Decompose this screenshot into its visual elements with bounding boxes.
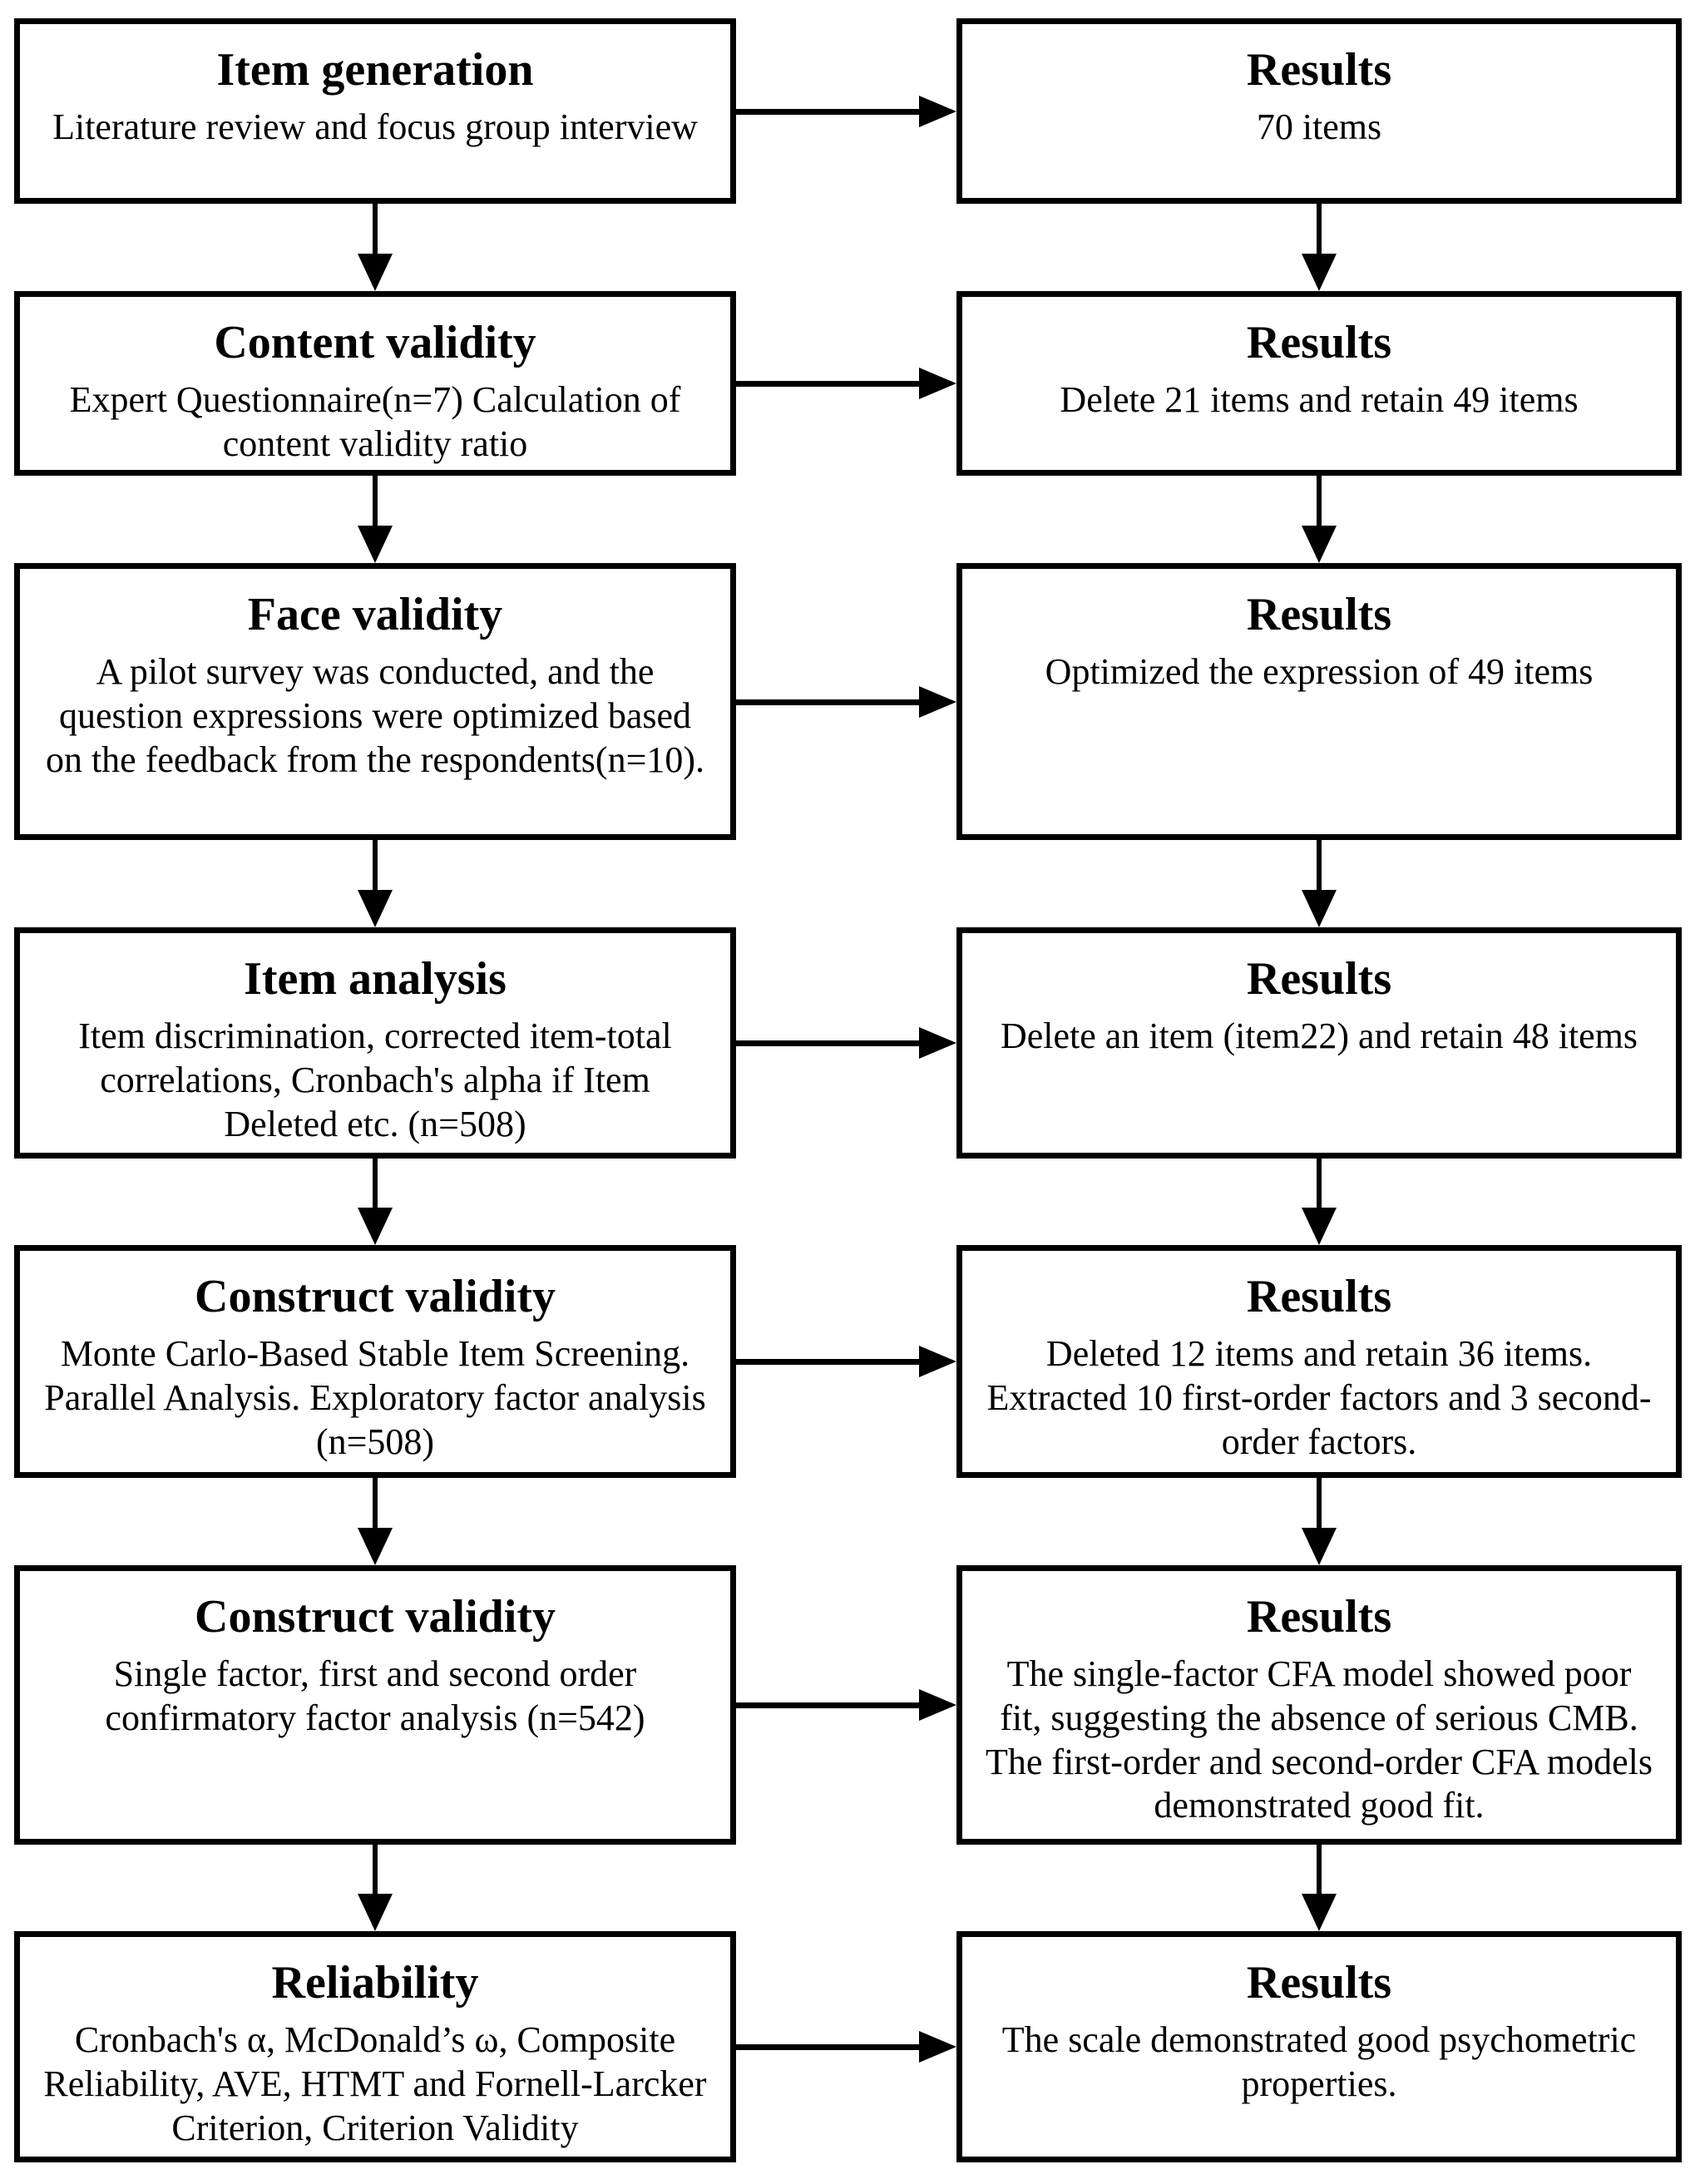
arrow-line bbox=[736, 699, 919, 705]
arrowhead-down-icon bbox=[358, 1894, 393, 1931]
stage-description: Monte Carlo-Based Stable Item Screening.… bbox=[44, 1333, 706, 1462]
arrowhead-right-icon bbox=[919, 1346, 956, 1377]
stage-title: Item analysis bbox=[244, 953, 507, 1005]
arrow-line bbox=[1317, 840, 1322, 890]
arrow-line bbox=[1317, 476, 1322, 526]
results-description: Delete an item (item22) and retain 48 it… bbox=[1000, 1015, 1638, 1057]
arrow-line bbox=[1317, 1159, 1322, 1208]
results-description: The scale demonstrated good psychometric… bbox=[1001, 2019, 1637, 2104]
results-description: 70 items bbox=[1256, 106, 1382, 148]
arrow-line bbox=[373, 840, 378, 890]
arrowhead-down-icon bbox=[358, 254, 393, 291]
results-box-3: Results Optimized the expression of 49 i… bbox=[956, 563, 1682, 840]
arrowhead-down-icon bbox=[358, 526, 393, 563]
stage-description: Cronbach's α, McDonald’s ω, Composite Re… bbox=[43, 2019, 707, 2148]
results-box-2: Results Delete 21 items and retain 49 it… bbox=[956, 291, 1682, 476]
stage-box-construct-validity-efa: Construct validity Monte Carlo-Based Sta… bbox=[14, 1245, 736, 1478]
results-description: Optimized the expression of 49 items bbox=[1045, 651, 1594, 693]
arrowhead-down-icon bbox=[1302, 1208, 1337, 1245]
stage-box-content-validity: Content validity Expert Questionnaire(n=… bbox=[14, 291, 736, 476]
results-title: Results bbox=[1246, 589, 1392, 640]
arrow-line bbox=[373, 1159, 378, 1208]
stage-description: Item discrimination, corrected item-tota… bbox=[78, 1015, 672, 1144]
stage-title: Reliability bbox=[271, 1957, 479, 2009]
arrowhead-right-icon bbox=[919, 686, 956, 718]
arrowhead-right-icon bbox=[919, 368, 956, 399]
stage-description: Literature review and focus group interv… bbox=[52, 106, 698, 148]
results-description: The single-factor CFA model showed poor … bbox=[986, 1653, 1653, 1826]
results-title: Results bbox=[1246, 1957, 1392, 2009]
results-title: Results bbox=[1246, 317, 1392, 368]
results-box-6: Results The single-factor CFA model show… bbox=[956, 1565, 1682, 1845]
arrow-line bbox=[373, 204, 378, 254]
arrow-line bbox=[736, 1040, 919, 1046]
arrowhead-right-icon bbox=[919, 2031, 956, 2063]
arrowhead-down-icon bbox=[1302, 890, 1337, 927]
stage-description: Single factor, first and second order co… bbox=[105, 1653, 645, 1738]
arrowhead-down-icon bbox=[1302, 1894, 1337, 1931]
stage-box-item-generation: Item generation Literature review and fo… bbox=[14, 18, 736, 204]
results-box-4: Results Delete an item (item22) and reta… bbox=[956, 927, 1682, 1159]
results-title: Results bbox=[1246, 1591, 1392, 1643]
results-box-5: Results Deleted 12 items and retain 36 i… bbox=[956, 1245, 1682, 1478]
stage-title: Item generation bbox=[216, 44, 534, 96]
arrow-line bbox=[373, 476, 378, 526]
stage-title: Construct validity bbox=[195, 1271, 556, 1322]
arrow-line bbox=[1317, 1478, 1322, 1528]
arrow-line bbox=[373, 1478, 378, 1528]
results-description: Deleted 12 items and retain 36 items. Ex… bbox=[986, 1333, 1652, 1462]
arrow-line bbox=[736, 1702, 919, 1708]
arrow-line bbox=[736, 109, 919, 115]
results-box-7: Results The scale demonstrated good psyc… bbox=[956, 1931, 1682, 2162]
arrowhead-right-icon bbox=[919, 1027, 956, 1059]
results-box-1: Results 70 items bbox=[956, 18, 1682, 204]
arrow-line bbox=[736, 1359, 919, 1365]
arrow-line bbox=[736, 381, 919, 387]
stage-title: Construct validity bbox=[195, 1591, 556, 1643]
results-title: Results bbox=[1246, 953, 1392, 1005]
results-title: Results bbox=[1246, 44, 1392, 96]
stage-box-item-analysis: Item analysis Item discrimination, corre… bbox=[14, 927, 736, 1159]
stage-box-construct-validity-cfa: Construct validity Single factor, first … bbox=[14, 1565, 736, 1845]
arrowhead-down-icon bbox=[1302, 254, 1337, 291]
arrowhead-down-icon bbox=[1302, 526, 1337, 563]
results-description: Delete 21 items and retain 49 items bbox=[1060, 379, 1579, 421]
stage-title: Content validity bbox=[214, 317, 536, 368]
arrow-line bbox=[1317, 204, 1322, 254]
arrowhead-down-icon bbox=[1302, 1528, 1337, 1565]
stage-title: Face validity bbox=[247, 589, 503, 640]
arrowhead-down-icon bbox=[358, 1208, 393, 1245]
stage-box-face-validity: Face validity A pilot survey was conduct… bbox=[14, 563, 736, 840]
arrow-line bbox=[736, 2044, 919, 2050]
arrowhead-right-icon bbox=[919, 1689, 956, 1721]
arrow-line bbox=[373, 1845, 378, 1894]
stage-description: Expert Questionnaire(n=7) Calculation of… bbox=[69, 379, 681, 464]
stage-description: A pilot survey was conducted, and the qu… bbox=[45, 651, 705, 780]
arrow-line bbox=[1317, 1845, 1322, 1894]
stage-box-reliability: Reliability Cronbach's α, McDonald’s ω, … bbox=[14, 1931, 736, 2162]
arrowhead-down-icon bbox=[358, 1528, 393, 1565]
arrowhead-down-icon bbox=[358, 890, 393, 927]
results-title: Results bbox=[1246, 1271, 1392, 1322]
arrowhead-right-icon bbox=[919, 96, 956, 127]
